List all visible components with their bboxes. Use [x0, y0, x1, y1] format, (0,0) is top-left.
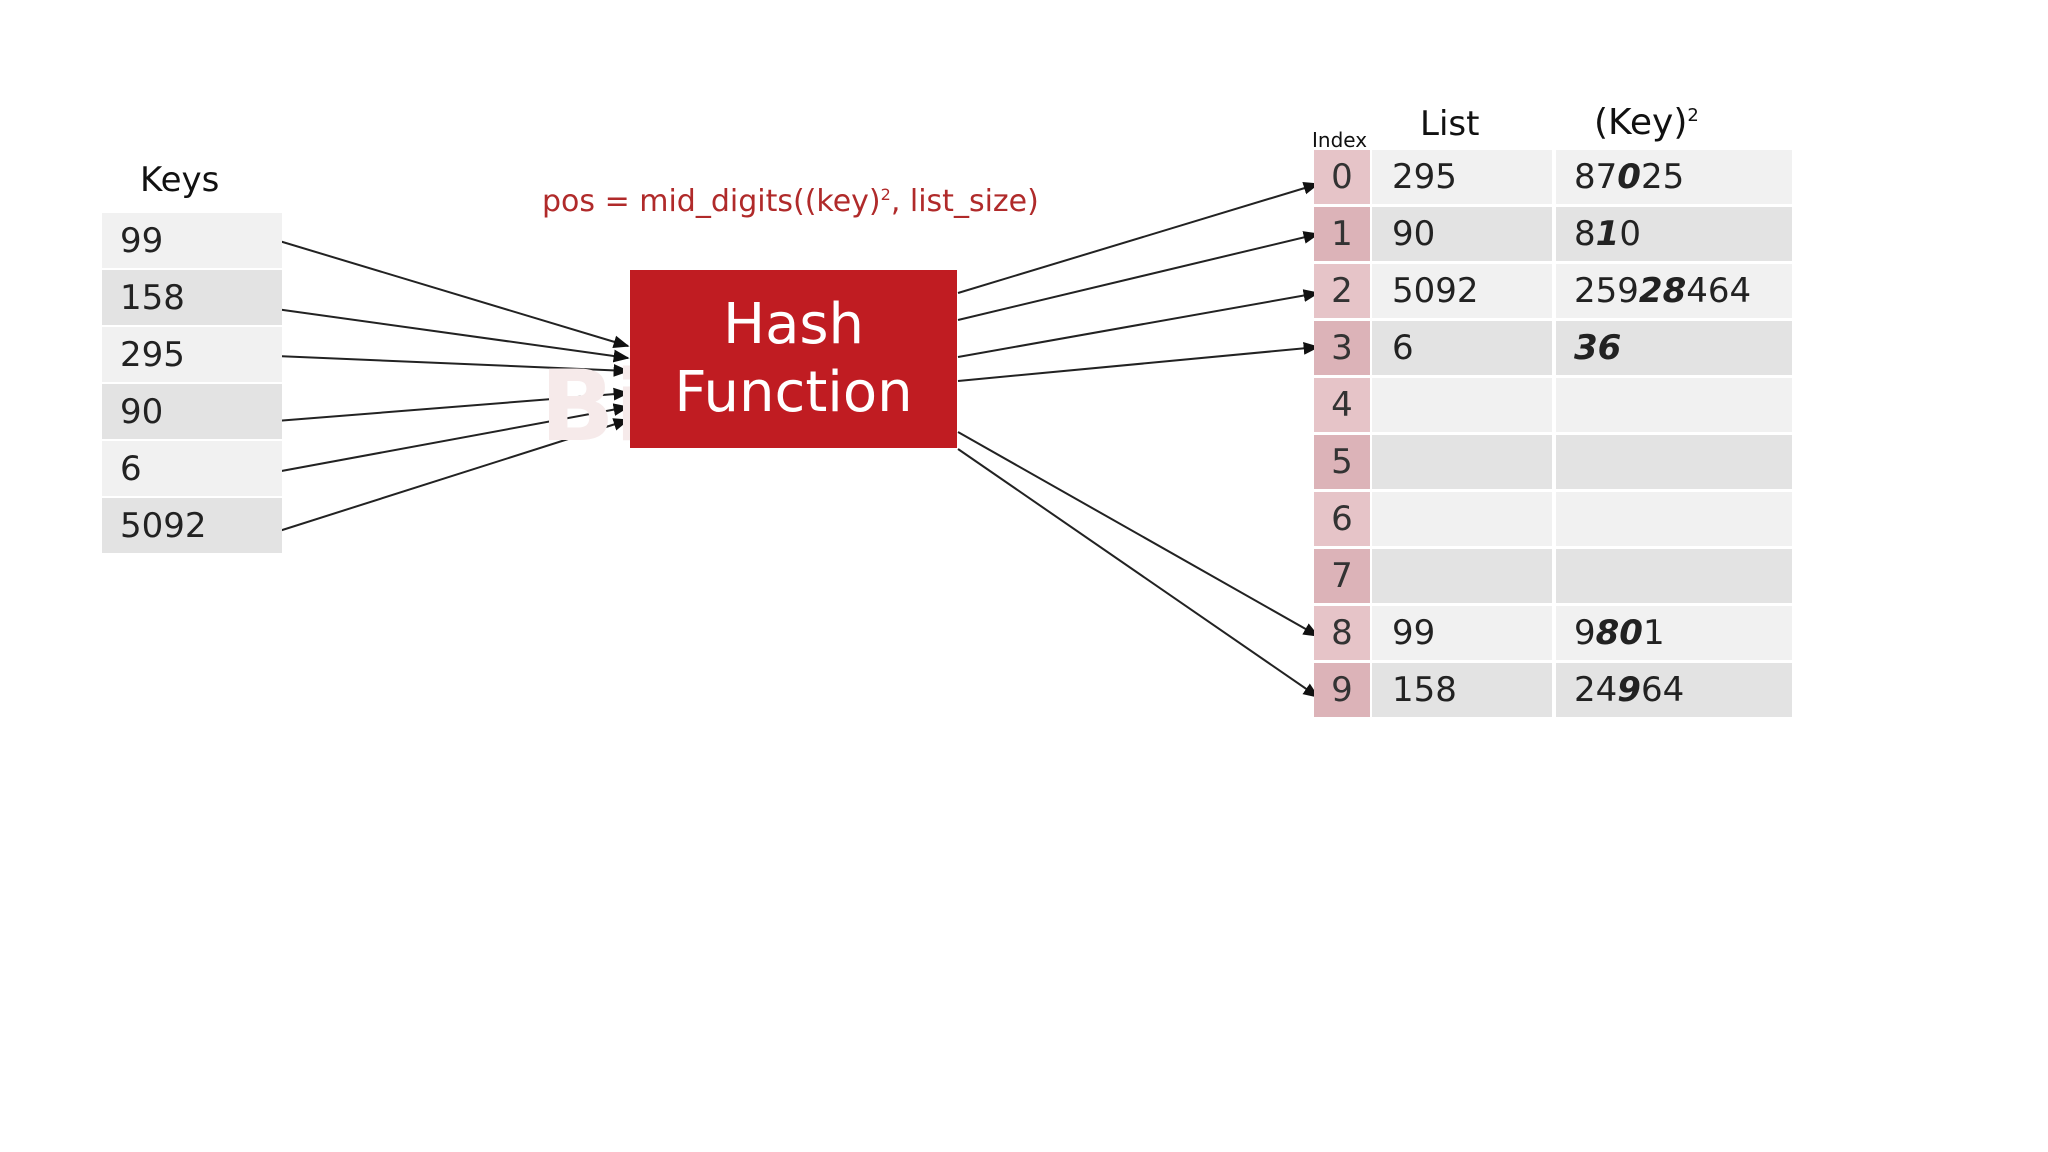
- square-mid-digits: 1: [1595, 214, 1620, 254]
- table-list-cell: [1372, 549, 1552, 603]
- formula-suffix: , list_size): [890, 184, 1039, 219]
- arrow-key-6: [275, 403, 630, 473]
- table-index-cell: 3: [1314, 321, 1370, 375]
- hash-function-line1: Hash: [722, 292, 865, 357]
- table-index-cell: 6: [1314, 492, 1370, 546]
- table-list-cell: 5092: [1372, 264, 1552, 318]
- table-list-cell: 158: [1372, 663, 1552, 717]
- arrow-key-295: [275, 355, 630, 377]
- table-list-cell: 99: [1372, 606, 1552, 660]
- table-square-cell: [1556, 435, 1792, 489]
- key-cell: 90: [102, 384, 282, 439]
- table-square-cell: [1556, 549, 1792, 603]
- square-post: 464: [1686, 271, 1752, 311]
- arrow-to-index-9: [957, 448, 1320, 698]
- formula-exponent: 2: [880, 185, 891, 204]
- key-squared-column-header: (Key)2: [1594, 102, 1699, 143]
- table-list-cell: [1372, 492, 1552, 546]
- table-list-cell: 295: [1372, 150, 1552, 204]
- arrow-to-index-1: [957, 231, 1320, 321]
- arrow-to-index-3: [957, 341, 1320, 382]
- arrow-key-99: [275, 239, 630, 348]
- formula-prefix: pos = mid_digits((key): [542, 184, 881, 219]
- table-index-cell: 5: [1314, 435, 1370, 489]
- keys-heading: Keys: [140, 160, 220, 200]
- table-index-cell: 4: [1314, 378, 1370, 432]
- square-post: 1: [1642, 613, 1665, 653]
- square-pre: 259: [1574, 271, 1639, 311]
- key-cell: 295: [102, 327, 282, 382]
- square-pre: 87: [1574, 157, 1618, 197]
- table-square-cell: [1556, 492, 1792, 546]
- table-list-cell: [1372, 378, 1552, 432]
- key-squared-header-text: (Key): [1594, 102, 1688, 143]
- square-mid-digits: 9: [1617, 670, 1641, 710]
- arrow-to-index-0: [957, 182, 1320, 294]
- table-square-cell: 36: [1556, 321, 1792, 375]
- square-mid-digits: 0: [1617, 157, 1641, 197]
- table-list-cell: [1372, 435, 1552, 489]
- table-index-cell: 7: [1314, 549, 1370, 603]
- table-list-cell: 90: [1372, 207, 1552, 261]
- key-cell: 5092: [102, 498, 282, 553]
- arrow-key-5092: [275, 418, 630, 533]
- key-cell: 99: [102, 213, 282, 268]
- index-column-header: Index: [1312, 128, 1368, 152]
- arrow-to-index-8: [957, 431, 1320, 637]
- list-column-header: List: [1420, 104, 1480, 144]
- hash-formula: pos = mid_digits((key)2, list_size): [542, 184, 1039, 219]
- hash-function-box: Hash Function: [630, 270, 957, 448]
- key-cell: 158: [102, 270, 282, 325]
- square-post: 25: [1640, 157, 1685, 197]
- square-pre: 9: [1574, 613, 1596, 653]
- key-squared-header-exponent: 2: [1687, 105, 1699, 126]
- square-post: 64: [1640, 670, 1685, 710]
- arrow-to-index-2: [957, 289, 1320, 358]
- square-post: 0: [1619, 214, 1641, 254]
- table-index-cell: 1: [1314, 207, 1370, 261]
- square-pre: 24: [1574, 670, 1618, 710]
- square-pre: 8: [1574, 214, 1596, 254]
- hash-function-line2: Function: [674, 360, 913, 425]
- arrow-key-90: [275, 387, 630, 422]
- square-mid-digits: 28: [1638, 271, 1687, 311]
- table-list-cell: 6: [1372, 321, 1552, 375]
- table-index-cell: 0: [1314, 150, 1370, 204]
- square-mid-digits: 80: [1595, 613, 1643, 653]
- table-index-cell: 9: [1314, 663, 1370, 717]
- arrow-key-158: [275, 308, 630, 363]
- table-square-cell: [1556, 378, 1792, 432]
- table-index-cell: 2: [1314, 264, 1370, 318]
- key-cell: 6: [102, 441, 282, 496]
- square-mid-digits: 36: [1574, 328, 1622, 368]
- table-index-cell: 8: [1314, 606, 1370, 660]
